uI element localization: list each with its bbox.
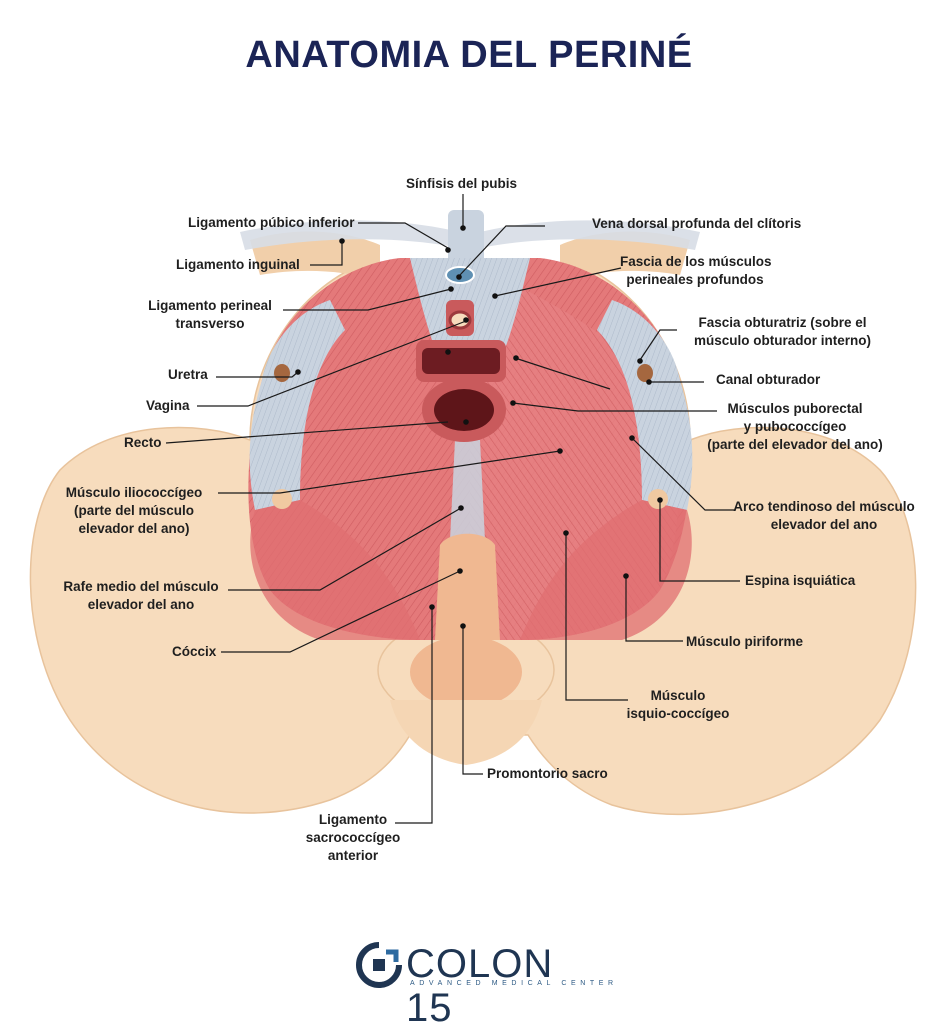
label-piriforme: Músculo piriforme <box>686 634 804 649</box>
pelvic-openings <box>416 266 506 442</box>
pelvic-floor-muscles <box>248 258 693 640</box>
logo-mark-icon <box>356 942 402 988</box>
label-canal-obturador: Canal obturador <box>716 372 821 387</box>
label-vena-dorsal: Vena dorsal profunda del clítoris <box>592 216 802 231</box>
logo-name: COLON 15 <box>406 942 554 1030</box>
label-ligamento-inguinal: Ligamento inguinal <box>176 257 300 272</box>
label-vagina: Vagina <box>146 398 190 413</box>
colon15-logo: COLON 15 ADVANCED MEDICAL CENTER <box>356 940 613 1030</box>
label-recto: Recto <box>124 435 162 450</box>
label-espina-isquiatica: Espina isquiática <box>745 573 856 588</box>
label-uretra: Uretra <box>168 367 208 382</box>
label-coccix: Cóccix <box>172 644 217 659</box>
label-ligamento-pubico-inferior: Ligamento púbico inferior <box>188 215 355 230</box>
logo-tagline: ADVANCED MEDICAL CENTER <box>410 980 618 987</box>
label-sinfisis-pubis: Sínfisis del pubis <box>406 176 518 191</box>
leader-lines <box>165 194 740 824</box>
label-promontorio-sacro: Promontorio sacro <box>487 766 608 781</box>
pubic-ligaments <box>240 210 700 270</box>
leader-dots <box>295 225 663 629</box>
page-title: ANATOMIA DEL PERINÉ <box>245 34 693 76</box>
